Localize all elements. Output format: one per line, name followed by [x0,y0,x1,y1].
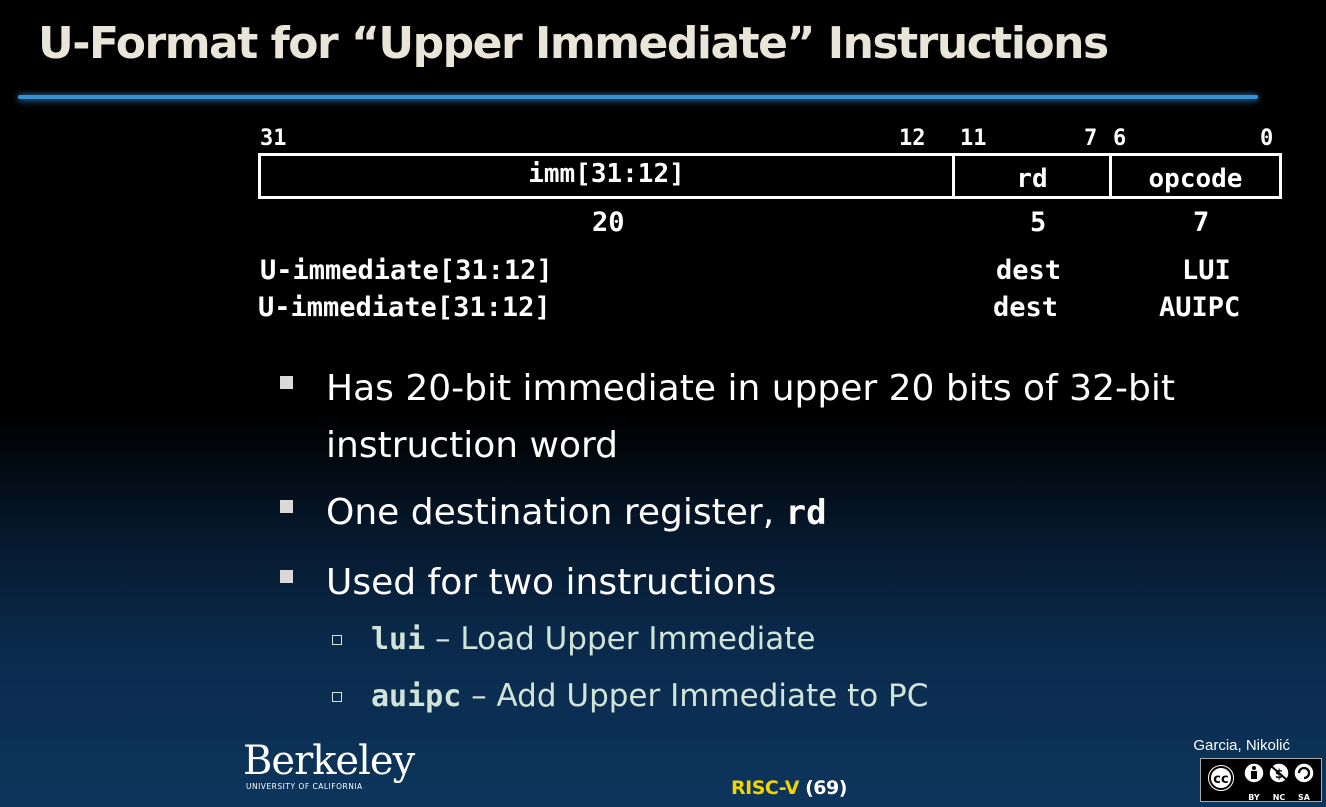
bullet-square-icon [280,570,293,583]
width-rd: 5 [1030,207,1047,238]
berkeley-logo: Berkeley UNIVERSITY OF CALIFORNIA [243,738,415,791]
row-auipc-rd: dest [993,292,1059,323]
sub-bullet-item: lui – Load Upper Immediate [280,611,1280,668]
footer-risc-v: RISC-V [731,777,799,799]
hollow-square-icon [332,635,342,645]
cc-sa-text: SA [1298,793,1311,801]
field-rd: rd [955,156,1112,196]
row-lui-opcode: LUI [1182,255,1231,286]
row-lui-rd: dest [996,255,1062,286]
slide-footer-label: RISC-V (69) [731,777,847,799]
berkeley-logo-word: Berkeley [243,738,415,784]
bullet-item: Has 20-bit immediate in upper 20 bits of… [280,360,1280,474]
author-credit: Garcia, Nikolić [1193,737,1290,754]
hollow-square-icon [332,692,342,702]
instruction-format-box: imm[31:12] rd opcode [258,153,1282,199]
bit-label-0: 0 [1260,126,1274,151]
bullet-list: Has 20-bit immediate in upper 20 bits of… [280,360,1280,725]
bit-label-6: 6 [1113,126,1127,151]
bullet-code: rd [785,493,827,533]
title-divider [18,95,1258,99]
row-lui-imm: U-immediate[31:12] [260,255,553,286]
row-auipc-imm: U-immediate[31:12] [258,292,551,323]
bullet-square-icon [280,376,293,389]
sub-bullet-text: – Add Upper Immediate to PC [461,678,929,714]
cc-by-text: BY [1248,793,1260,801]
bit-label-11: 11 [960,126,987,151]
bit-label-7: 7 [1084,126,1098,151]
slide-number: (69) [798,777,847,799]
width-imm: 20 [592,207,625,238]
field-opcode: opcode [1148,164,1243,194]
field-imm: imm[31:12] [261,156,955,196]
bullet-text: instruction word [326,425,618,466]
bit-label-31: 31 [260,126,287,151]
sub-bullet-code: lui [371,622,426,657]
cc-nc-text: NC [1273,793,1286,801]
sub-bullet-text: – Load Upper Immediate [425,621,816,657]
bullet-text: Used for two instructions [326,562,777,603]
bit-label-12: 12 [899,126,926,151]
bullet-square-icon [280,500,293,513]
slide-title: U-Format for “Upper Immediate” Instructi… [38,18,1109,69]
bullet-item: Used for two instructions [280,554,1280,611]
cc-by-nc-sa-icon: cc $ BY NC SA [1201,762,1321,802]
sub-bullet-item: auipc – Add Upper Immediate to PC [280,668,1280,725]
cc-text: cc [1213,772,1228,787]
berkeley-logo-subtitle: UNIVERSITY OF CALIFORNIA [246,782,363,791]
sub-bullet-code: auipc [371,679,462,714]
bullet-text: One destination register, [326,492,786,533]
width-opcode: 7 [1193,207,1210,238]
cc-license-badge: cc $ BY NC SA [1200,758,1322,802]
row-auipc-opcode: AUIPC [1159,292,1241,323]
bullet-item: One destination register, rd [280,484,1280,542]
bullet-text: Has 20-bit immediate in upper 20 bits of… [326,368,1175,409]
